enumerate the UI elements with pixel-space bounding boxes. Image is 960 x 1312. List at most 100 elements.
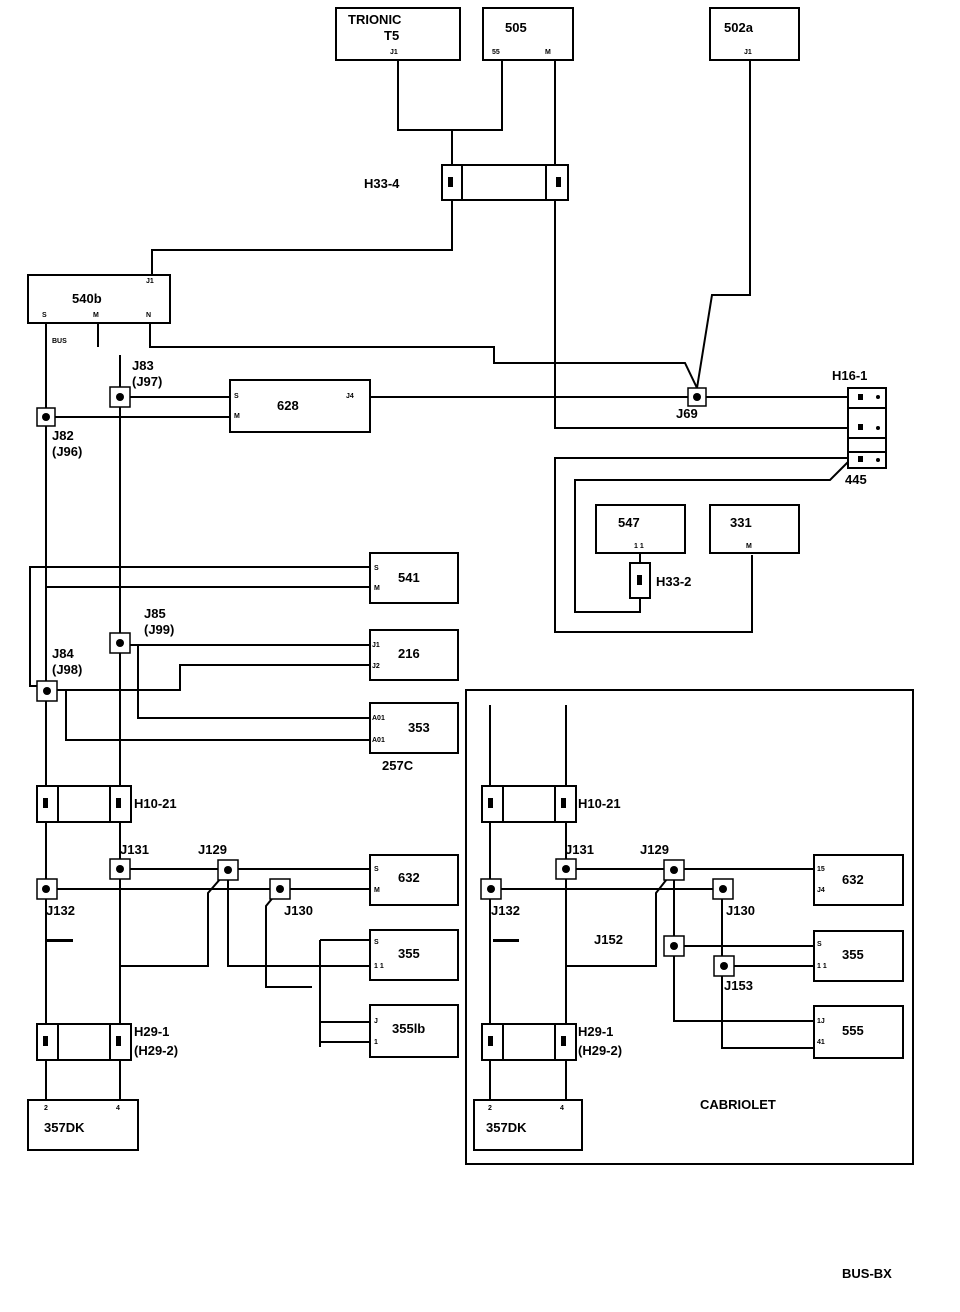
svg-text:1 1: 1 1 xyxy=(374,963,384,970)
label-h10-21-left: H10-21 xyxy=(134,796,177,811)
wires xyxy=(29,60,849,1102)
label-j132-right: J132 xyxy=(491,903,520,918)
connector-h33-2 xyxy=(629,562,651,599)
trionic-label-line2: T5 xyxy=(384,28,399,43)
svg-text:M: M xyxy=(374,585,380,592)
label-257c: 257C xyxy=(382,758,414,773)
svg-text:J4: J4 xyxy=(817,887,825,894)
svg-text:J1: J1 xyxy=(146,278,154,285)
svg-text:55: 55 xyxy=(492,49,500,56)
svg-text:1 1: 1 1 xyxy=(817,963,827,970)
label-j152: J152 xyxy=(594,932,623,947)
svg-text:632: 632 xyxy=(398,870,420,885)
trionic-pin: J1 xyxy=(390,49,398,56)
label-h29-1-right: H29-1 xyxy=(578,1024,613,1039)
svg-text:355: 355 xyxy=(398,946,420,961)
cabriolet-frame xyxy=(465,689,914,1165)
svg-text:357DK: 357DK xyxy=(486,1120,527,1135)
svg-text:1: 1 xyxy=(374,1039,378,1046)
svg-text:S: S xyxy=(374,565,379,572)
svg-text:555: 555 xyxy=(842,1023,864,1038)
label-j129-right: J129 xyxy=(640,842,669,857)
component-547: 547 1 1 xyxy=(595,504,686,554)
node-j82 xyxy=(36,407,56,427)
svg-text:M: M xyxy=(545,49,551,56)
trionic-label-line1: TRIONIC xyxy=(348,12,402,27)
label-h29-1-left: H29-1 xyxy=(134,1024,169,1039)
component-555: 555 1J 41 xyxy=(813,1005,904,1059)
connector-h33-4 xyxy=(441,164,569,201)
svg-text:S: S xyxy=(374,866,379,873)
node-j130-left xyxy=(269,878,291,900)
svg-text:J1: J1 xyxy=(372,642,380,649)
svg-text:4: 4 xyxy=(560,1105,564,1112)
node-j153 xyxy=(713,955,735,977)
label-j82: J82 xyxy=(52,428,74,443)
label-h33-4: H33-4 xyxy=(364,176,400,191)
component-541: 541 S M xyxy=(369,552,459,604)
svg-text:632: 632 xyxy=(842,872,864,887)
ground-marker-left xyxy=(47,939,73,942)
label-j98: (J98) xyxy=(52,662,82,677)
svg-text:A01: A01 xyxy=(372,737,385,744)
connector-h10-21-right xyxy=(481,785,577,823)
label-j129-left: J129 xyxy=(198,842,227,857)
component-357dk-left: 357DK 2 4 xyxy=(27,1099,139,1151)
component-216: 216 J1 J2 xyxy=(369,629,459,681)
svg-text:A01: A01 xyxy=(372,715,385,722)
node-j69 xyxy=(687,387,707,407)
component-355-left: 355 S 1 1 xyxy=(369,929,459,981)
svg-text:541: 541 xyxy=(398,570,420,585)
label-h29-2-right: (H29-2) xyxy=(578,1043,622,1058)
connector-h16-1 xyxy=(847,387,887,469)
component-trionic-t5: TRIONIC T5 J1 xyxy=(335,7,461,61)
svg-text:216: 216 xyxy=(398,646,420,661)
component-357dk-right: 357DK 2 4 xyxy=(473,1099,583,1151)
label-j83: J83 xyxy=(132,358,154,373)
svg-text:J1: J1 xyxy=(744,49,752,56)
diagram-code: BUS-BX xyxy=(842,1266,892,1281)
svg-text:4: 4 xyxy=(116,1105,120,1112)
component-353: 353 A01 A01 xyxy=(369,702,459,754)
svg-text:J4: J4 xyxy=(346,393,354,400)
svg-text:J: J xyxy=(374,1018,378,1025)
svg-text:N: N xyxy=(146,312,151,319)
svg-text:331: 331 xyxy=(730,515,752,530)
svg-text:M: M xyxy=(93,312,99,319)
connector-h29-1-left xyxy=(36,1023,132,1061)
label-j96: (J96) xyxy=(52,444,82,459)
node-j130-right xyxy=(712,878,734,900)
label-h10-21-right: H10-21 xyxy=(578,796,621,811)
label-j69: J69 xyxy=(676,406,698,421)
svg-text:502a: 502a xyxy=(724,20,754,35)
node-j83 xyxy=(109,386,131,408)
component-540b: 540b J1 S M N BUS xyxy=(27,274,171,345)
svg-text:357DK: 357DK xyxy=(44,1120,85,1135)
labels: H33-4 H16-1 445 H33-2 257C H10-21 H29-1 … xyxy=(46,176,892,1281)
svg-text:547: 547 xyxy=(618,515,640,530)
component-355-right: 355 S 1 1 xyxy=(813,930,904,982)
label-h33-2: H33-2 xyxy=(656,574,691,589)
component-628: 628 S M J4 xyxy=(229,379,371,433)
svg-text:S: S xyxy=(817,941,822,948)
svg-text:M: M xyxy=(234,413,240,420)
component-331: 331 M xyxy=(709,504,800,554)
svg-text:355: 355 xyxy=(842,947,864,962)
svg-text:S: S xyxy=(234,393,239,400)
svg-text:2: 2 xyxy=(44,1105,48,1112)
svg-text:M: M xyxy=(374,887,380,894)
label-j99: (J99) xyxy=(144,622,174,637)
label-j131-right: J131 xyxy=(565,842,594,857)
label-j84: J84 xyxy=(52,646,74,661)
node-j129-left xyxy=(217,859,239,881)
component-632-left: 632 S M xyxy=(369,854,459,906)
label-j130-left: J130 xyxy=(284,903,313,918)
node-j84 xyxy=(36,680,58,702)
svg-text:S: S xyxy=(374,939,379,946)
junction-nodes xyxy=(36,386,735,977)
node-j131-left xyxy=(109,858,131,880)
connector-h29-1-right xyxy=(481,1023,577,1061)
component-502a: 502a J1 xyxy=(709,7,800,61)
svg-text:1J: 1J xyxy=(817,1018,825,1025)
